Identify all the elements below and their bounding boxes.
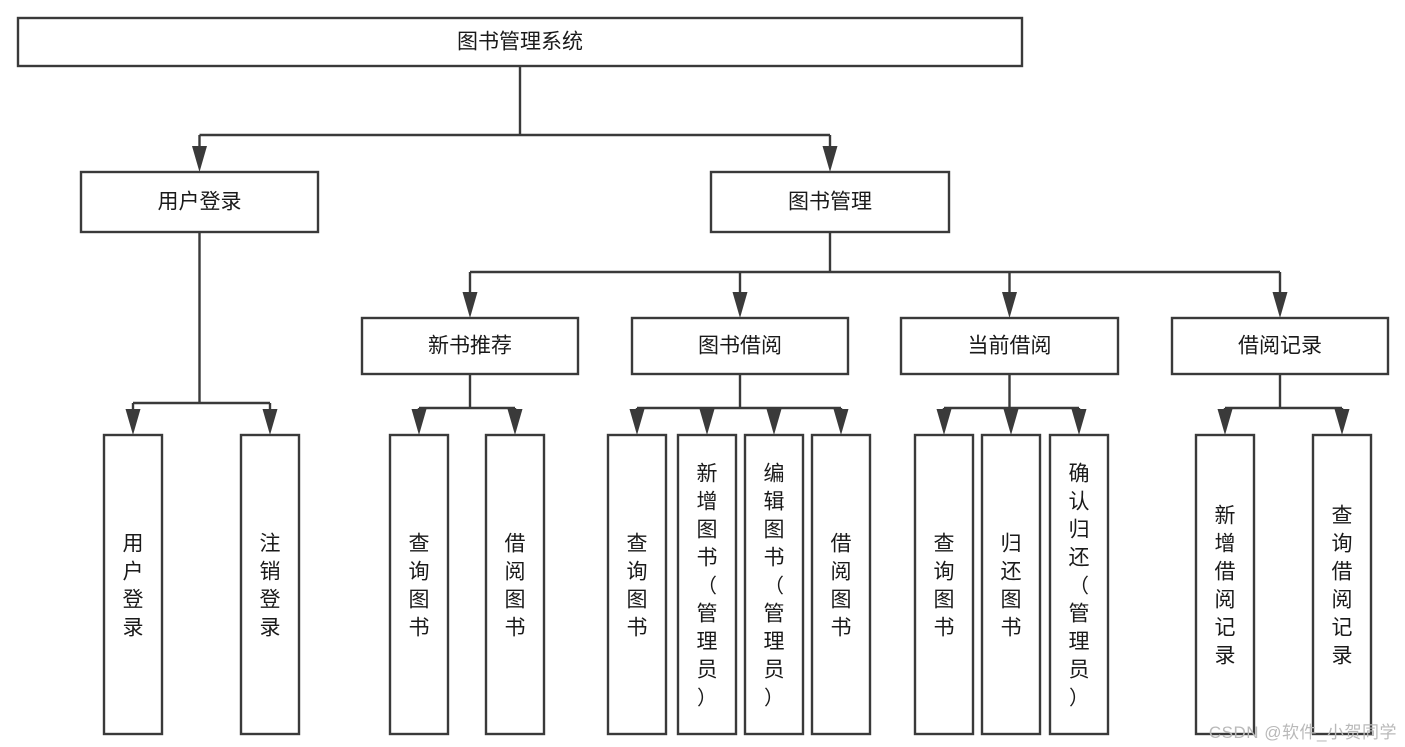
node-box bbox=[1311, 433, 1373, 736]
node-leaf-user-login[interactable]: 用户登录 bbox=[102, 433, 164, 736]
node-box bbox=[899, 316, 1120, 376]
node-box bbox=[388, 433, 450, 736]
connector-group bbox=[192, 66, 838, 172]
node-layer: 图书管理系统用户登录图书管理新书推荐图书借阅当前借阅借阅记录用户登录注销登录查询… bbox=[16, 16, 1390, 736]
node-leaf-add-book[interactable]: 新增图书（管理员） bbox=[676, 433, 738, 736]
node-label: 当前借阅 bbox=[968, 335, 1052, 358]
connector-group bbox=[125, 232, 278, 435]
node-box bbox=[913, 433, 975, 736]
node-leaf-confirm-return[interactable]: 确认归还（管理员） bbox=[1048, 433, 1110, 736]
connector-layer bbox=[125, 66, 1350, 435]
node-label: 新书推荐 bbox=[428, 335, 512, 358]
node-label: 归还图书 bbox=[1001, 532, 1022, 639]
node-new-book-rec[interactable]: 新书推荐 bbox=[360, 316, 580, 376]
node-leaf-logout[interactable]: 注销登录 bbox=[239, 433, 301, 736]
node-borrow-record[interactable]: 借阅记录 bbox=[1170, 316, 1390, 376]
node-box bbox=[239, 433, 301, 736]
node-leaf-borrow-book-2[interactable]: 借阅图书 bbox=[810, 433, 872, 736]
node-current-borrow[interactable]: 当前借阅 bbox=[899, 316, 1120, 376]
node-box bbox=[79, 170, 320, 234]
node-box bbox=[360, 316, 580, 376]
node-box bbox=[1194, 433, 1256, 736]
node-label: 借阅图书 bbox=[505, 532, 526, 639]
node-root[interactable]: 图书管理系统 bbox=[16, 16, 1024, 68]
watermark-text: CSDN @软件_小贺同学 bbox=[1208, 723, 1397, 742]
node-book-manage[interactable]: 图书管理 bbox=[709, 170, 951, 234]
node-box bbox=[1170, 316, 1390, 376]
node-box bbox=[630, 316, 850, 376]
node-label: 图书管理 bbox=[788, 191, 872, 214]
connector-group bbox=[629, 374, 849, 435]
node-box bbox=[810, 433, 872, 736]
node-box bbox=[743, 433, 805, 736]
node-label: 新增借阅记录 bbox=[1215, 504, 1236, 667]
node-leaf-add-record[interactable]: 新增借阅记录 bbox=[1194, 433, 1256, 736]
node-leaf-query-book-3[interactable]: 查询图书 bbox=[913, 433, 975, 736]
node-box bbox=[1048, 433, 1110, 736]
connector-group bbox=[411, 374, 523, 435]
node-label: 查询图书 bbox=[409, 532, 430, 639]
connector-group bbox=[936, 374, 1087, 435]
node-label: 图书管理系统 bbox=[457, 31, 583, 54]
node-box bbox=[709, 170, 951, 234]
node-leaf-query-book-1[interactable]: 查询图书 bbox=[388, 433, 450, 736]
node-box bbox=[676, 433, 738, 736]
node-label: 注销登录 bbox=[260, 532, 281, 639]
node-label: 借阅记录 bbox=[1238, 335, 1322, 358]
node-box bbox=[16, 16, 1024, 68]
node-leaf-return-book[interactable]: 归还图书 bbox=[980, 433, 1042, 736]
node-label: 查询图书 bbox=[627, 532, 648, 639]
node-label: 查询借阅记录 bbox=[1332, 504, 1353, 667]
node-box bbox=[606, 433, 668, 736]
node-box bbox=[980, 433, 1042, 736]
node-user-login[interactable]: 用户登录 bbox=[79, 170, 320, 234]
node-box bbox=[102, 433, 164, 736]
node-label: 用户登录 bbox=[123, 532, 144, 639]
node-label: 确认归还（管理员） bbox=[1069, 462, 1090, 709]
node-label: 借阅图书 bbox=[831, 532, 852, 639]
node-label: 图书借阅 bbox=[698, 335, 782, 358]
node-leaf-borrow-book-1[interactable]: 借阅图书 bbox=[484, 433, 546, 736]
node-label: 用户登录 bbox=[158, 191, 242, 214]
node-book-borrow[interactable]: 图书借阅 bbox=[630, 316, 850, 376]
node-label: 新增图书（管理员） bbox=[697, 462, 718, 709]
node-leaf-query-record[interactable]: 查询借阅记录 bbox=[1311, 433, 1373, 736]
node-label: 编辑图书（管理员） bbox=[764, 462, 785, 709]
node-label: 查询图书 bbox=[934, 532, 955, 639]
node-leaf-edit-book[interactable]: 编辑图书（管理员） bbox=[743, 433, 805, 736]
connector-group bbox=[462, 232, 1288, 318]
node-box bbox=[484, 433, 546, 736]
connector-group bbox=[1217, 374, 1350, 435]
node-leaf-query-book-2[interactable]: 查询图书 bbox=[606, 433, 668, 736]
